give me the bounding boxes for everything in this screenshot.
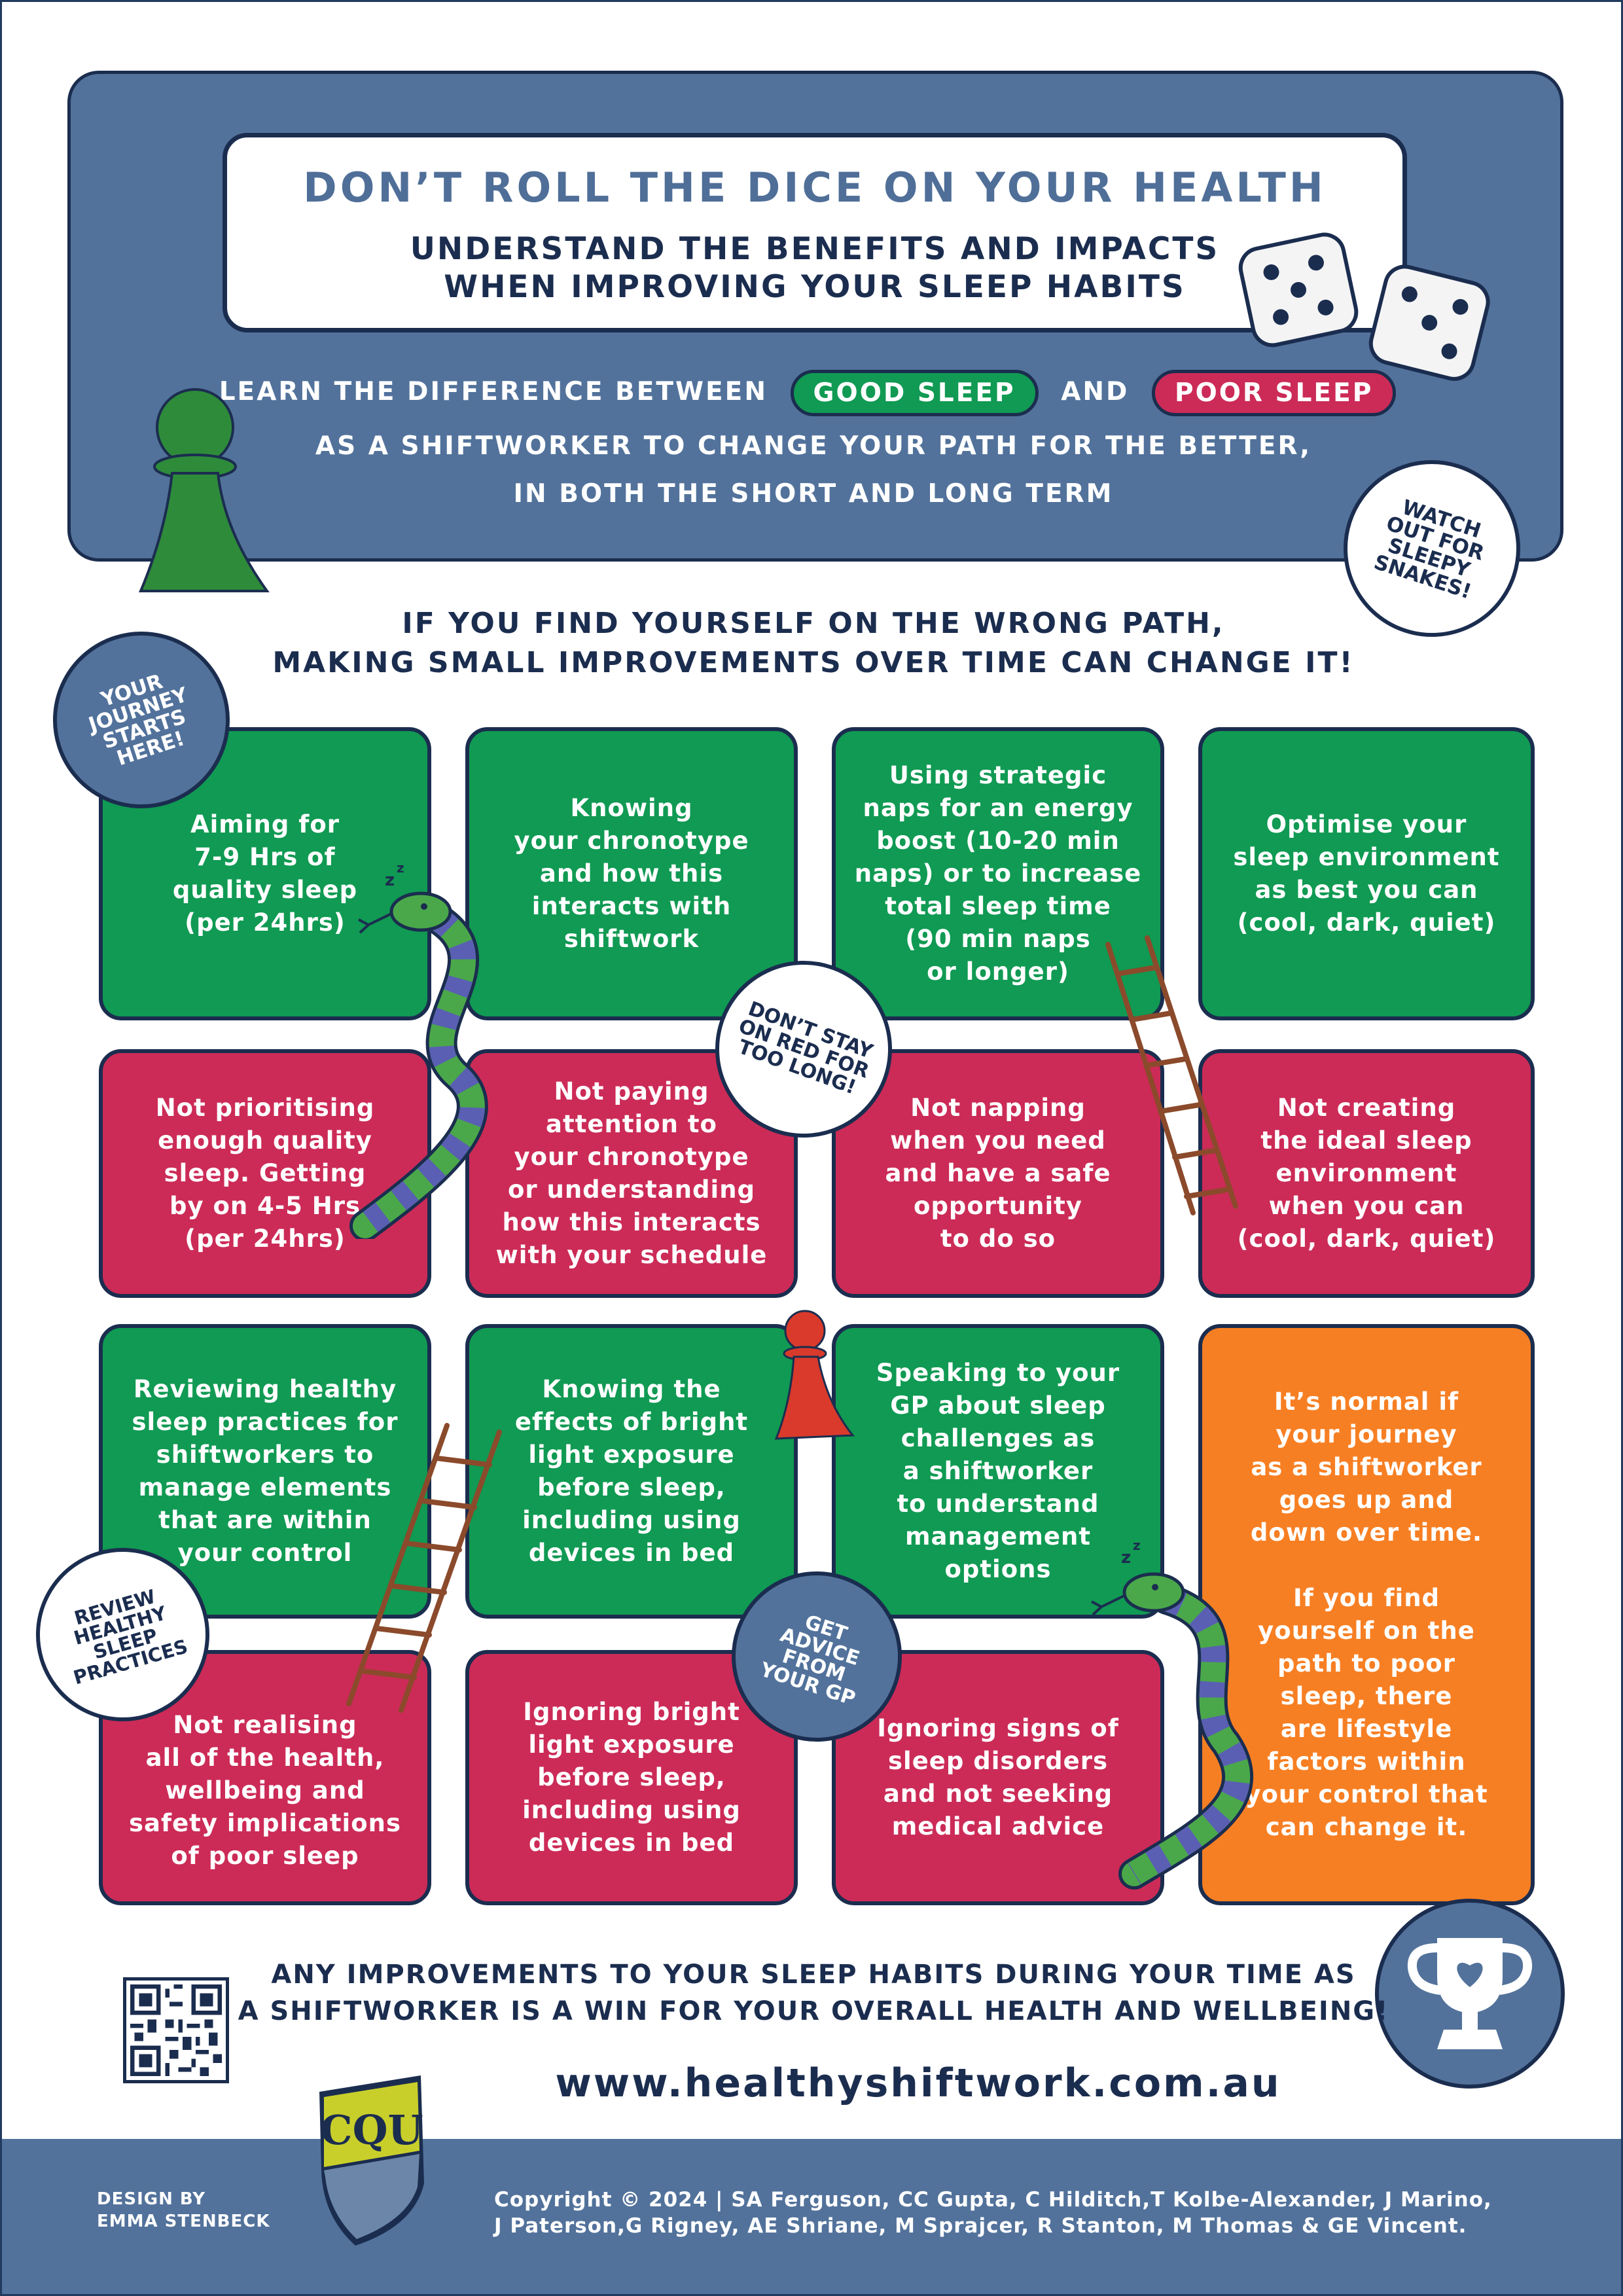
good-sleep-pill: GOOD SLEEP	[790, 370, 1039, 416]
design-credit: DESIGN BY EMMA STENBECK	[97, 2188, 270, 2233]
design-credit-line-2: EMMA STENBECK	[97, 2212, 270, 2231]
design-credit-line-1: DESIGN BY	[97, 2189, 206, 2209]
cqu-logo-icon: CQU	[319, 2075, 424, 2246]
tile-good-bright-light: Knowing the effects of bright light expo…	[465, 1324, 798, 1619]
subtitle-line-2: WHEN IMPROVING YOUR SLEEP HABITS	[444, 269, 1186, 305]
footer-bar	[2, 2139, 1621, 2294]
learn-line-3: IN BOTH THE SHORT AND LONG TERM	[513, 479, 1114, 509]
copyright-line-2: J Paterson,G Rigney, AE Shriane, M Spraj…	[494, 2214, 1467, 2238]
snake-icon: z z	[1091, 1537, 1254, 1890]
red-pawn-icon	[774, 1310, 855, 1440]
path-headline: IF YOU FIND YOURSELF ON THE WRONG PATH, …	[2, 604, 1621, 683]
svg-text:z: z	[385, 870, 395, 890]
dice-icon	[1238, 232, 1490, 381]
bottom-message: ANY IMPROVEMENTS TO YOUR SLEEP HABITS DU…	[2, 1956, 1621, 2030]
poor-sleep-pill: POOR SLEEP	[1151, 370, 1397, 416]
qr-code-icon[interactable]	[123, 1977, 229, 2083]
svg-text:z: z	[397, 860, 404, 876]
tile-poor-bright-light: Ignoring bright light exposure before sl…	[465, 1650, 798, 1905]
learn-prefix: LEARN THE DIFFERENCE BETWEEN	[219, 377, 768, 406]
logo-text: CQU	[320, 2106, 423, 2154]
poster-subtitle: UNDERSTAND THE BENEFITS AND IMPACTS WHEN…	[227, 230, 1402, 306]
learn-line-1: LEARN THE DIFFERENCE BETWEEN GOOD SLEEP …	[133, 370, 1494, 416]
tile-normal-journey: It’s normal if your journey as a shiftwo…	[1198, 1324, 1535, 1905]
website-link[interactable]: www.healthyshiftwork.com.au	[555, 2060, 1281, 2106]
path-headline-line-2: MAKING SMALL IMPROVEMENTS OVER TIME CAN …	[272, 646, 1355, 679]
snake-icon: z z	[349, 860, 488, 1239]
tile-poor-naps: Not napping when you need and have a saf…	[832, 1049, 1164, 1298]
bottom-message-line-2: A SHIFTWORKER IS A WIN FOR YOUR OVERALL …	[238, 1996, 1389, 2026]
tile-good-practices: Reviewing healthy sleep practices for sh…	[99, 1324, 431, 1619]
copyright-line-1: Copyright © 2024 | SA Ferguson, CC Gupta…	[494, 2188, 1492, 2212]
tile-poor-environment: Not creating the ideal sleep environment…	[1198, 1049, 1535, 1298]
tile-good-environment: Optimise your sleep environment as best …	[1198, 727, 1535, 1020]
trophy-glyph	[1407, 1938, 1533, 2049]
path-headline-line-1: IF YOU FIND YOURSELF ON THE WRONG PATH,	[402, 607, 1225, 640]
tile-poor-chronotype: Not paying attention to your chronotype …	[465, 1049, 798, 1298]
svg-text:z: z	[1121, 1548, 1131, 1568]
trophy-icon	[1375, 1899, 1565, 2089]
ladder-icon	[1105, 935, 1238, 1215]
tile-good-gp: Speaking to your GP about sleep challeng…	[832, 1324, 1164, 1619]
learn-and: AND	[1061, 377, 1130, 406]
bottom-message-line-1: ANY IMPROVEMENTS TO YOUR SLEEP HABITS DU…	[271, 1960, 1356, 1990]
svg-text:z: z	[1133, 1537, 1141, 1553]
subtitle-line-1: UNDERSTAND THE BENEFITS AND IMPACTS	[410, 231, 1220, 267]
tile-good-naps: Using strategic naps for an energy boost…	[832, 727, 1164, 1020]
ladder-icon	[346, 1423, 502, 1713]
copyright-text: Copyright © 2024 | SA Ferguson, CC Gupta…	[494, 2187, 1492, 2239]
title-box: DON’T ROLL THE DICE ON YOUR HEALTH UNDER…	[223, 133, 1407, 332]
tile-good-chronotype: Knowing your chronotype and how this int…	[465, 727, 798, 1020]
green-pawn-icon	[138, 388, 270, 592]
learn-line-2: AS A SHIFTWORKER TO CHANGE YOUR PATH FOR…	[315, 431, 1312, 461]
poster-title: DON’T ROLL THE DICE ON YOUR HEALTH	[303, 164, 1327, 211]
